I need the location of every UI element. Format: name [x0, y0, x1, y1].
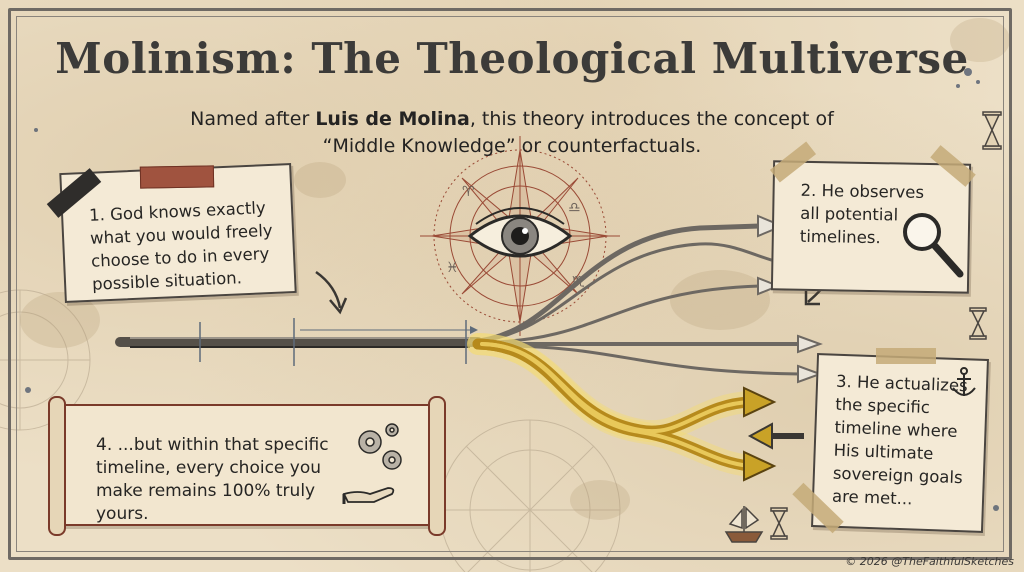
compass-rose-bg-icon — [0, 289, 621, 572]
main-timeline — [115, 318, 483, 366]
page-title: Molinism: The Theological Multiverse — [55, 34, 969, 83]
anchor-icon — [952, 367, 976, 396]
note-4-text: 4. ...but within that specific timeline,… — [96, 435, 329, 524]
inner-border — [16, 16, 1004, 552]
stain-marks — [20, 18, 1010, 520]
subtitle-name: Luis de Molina — [315, 108, 470, 130]
golden-arrowheads — [743, 386, 777, 482]
open-hand-icon — [342, 487, 395, 504]
subtitle-after: , this theory introduces the concept of … — [322, 108, 834, 157]
tape-beige-3 — [876, 348, 936, 364]
scroll-end-right — [428, 396, 446, 536]
scroll-end-left — [48, 396, 66, 536]
svg-text:♎: ♎ — [568, 200, 581, 216]
outer-border — [8, 8, 1012, 560]
pointer-arrow-note-1 — [315, 270, 348, 315]
tape-rust — [139, 165, 215, 189]
note-1-text: 1. God knows exactly what you would free… — [88, 198, 273, 294]
gears-icon — [358, 423, 402, 470]
magnifying-glass-icon — [903, 213, 964, 278]
credit: © 2026 @TheFaithfulSketches — [845, 555, 1014, 568]
subtitle-before: Named after — [190, 108, 316, 130]
potential-timelines — [467, 223, 802, 376]
subtitle: Named after Luis de Molina, this theory … — [180, 106, 844, 160]
ink-splatter — [25, 68, 999, 511]
hourglass-icon — [770, 111, 1002, 540]
all-seeing-eye-icon — [467, 207, 573, 258]
actualized-timeline — [467, 333, 761, 477]
svg-text:♈: ♈ — [462, 184, 475, 200]
ship-icon — [724, 506, 764, 543]
pointer-arrow-gold — [747, 422, 804, 450]
svg-text:♓: ♓ — [446, 260, 459, 276]
